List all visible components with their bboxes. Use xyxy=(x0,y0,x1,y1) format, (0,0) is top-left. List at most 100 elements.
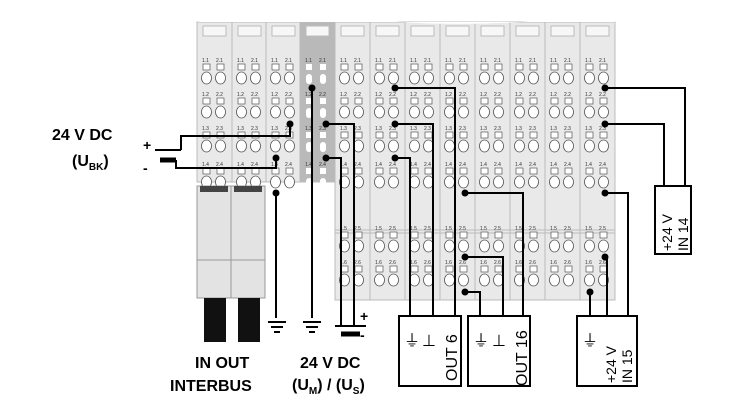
terminal-label: 2.4 xyxy=(599,162,606,168)
terminal-label: 1.1 xyxy=(375,58,382,64)
terminal-label: 1.1 xyxy=(410,58,417,64)
supply-m-s: 24 V DC (UM) / (US) + - xyxy=(292,308,368,397)
terminal-label: 1.1 xyxy=(480,58,487,64)
connection-dot xyxy=(586,288,594,296)
out16-label: OUT 16 xyxy=(514,330,531,386)
terminal-label: 1.1 xyxy=(445,58,452,64)
terminal-label: 2.2 xyxy=(459,92,466,98)
connection-dot xyxy=(461,253,469,261)
terminal-label: 2.3 xyxy=(564,126,571,132)
terminal-label: 1.5 xyxy=(445,226,452,232)
supply-m-sub: M xyxy=(309,386,317,397)
terminal-connections xyxy=(272,84,609,296)
device-out16: ⏚ ⊥ OUT 16 xyxy=(467,315,531,387)
wire xyxy=(395,157,411,316)
connection-dot xyxy=(286,120,294,128)
terminal-label: 2.5 xyxy=(599,226,606,232)
terminal-label: 2.2 xyxy=(216,92,223,98)
supply-ms-plus: + xyxy=(360,308,368,324)
terminal-label: 1.4 xyxy=(271,162,278,168)
terminal-label: 1.4 xyxy=(515,162,522,168)
terminal-label: 2.6 xyxy=(354,260,361,266)
supply-bk-plus: + xyxy=(143,137,151,153)
terminal-label: 2.3 xyxy=(216,126,223,132)
terminal-label: 2.4 xyxy=(424,162,431,168)
terminal-label: 1.2 xyxy=(237,92,244,98)
terminal-label: 1.3 xyxy=(271,126,278,132)
terminal-label: 2.3 xyxy=(251,126,258,132)
terminal-label: 2.3 xyxy=(459,126,466,132)
terminal-label: 2.4 xyxy=(564,162,571,168)
out16-gnd-icon: ⏚ xyxy=(473,332,489,350)
in15-line2: IN 15 xyxy=(619,349,635,383)
terminal-label: 1.4 xyxy=(237,162,244,168)
supply-s-sub: S xyxy=(353,386,360,397)
in14-line2: IN 14 xyxy=(675,217,691,251)
terminal-label: 1.6 xyxy=(340,260,347,266)
connection-dot xyxy=(461,288,469,296)
terminal-label: 2.3 xyxy=(285,126,292,132)
supply-ms-voltage: 24 V DC xyxy=(300,355,361,372)
terminal-label: 1.6 xyxy=(410,260,417,266)
connection-dot xyxy=(601,189,609,197)
terminal-label: 1.5 xyxy=(410,226,417,232)
out6-perp-icon: ⊥ xyxy=(422,333,436,350)
connection-dot xyxy=(322,154,330,162)
connection-dot xyxy=(308,84,316,92)
terminal-label: 1.4 xyxy=(550,162,557,168)
wire xyxy=(326,157,342,326)
terminal-label: 1.2 xyxy=(271,92,278,98)
terminal-label: 1.3 xyxy=(375,126,382,132)
terminal-label: 2.1 xyxy=(599,58,606,64)
terminal-label: 1.2 xyxy=(375,92,382,98)
supply-bk-close: ) xyxy=(103,153,108,170)
terminal-label: 1.1 xyxy=(585,58,592,64)
terminal-label: 1.1 xyxy=(515,58,522,64)
out6-label: OUT 6 xyxy=(444,334,461,381)
wire xyxy=(395,123,434,316)
terminal-label: 2.5 xyxy=(564,226,571,232)
terminal-label: 2.6 xyxy=(424,260,431,266)
terminal-label: 2.6 xyxy=(494,260,501,266)
supply-sep: / xyxy=(323,377,336,394)
wire xyxy=(175,158,277,169)
terminal-label: 1.3 xyxy=(550,126,557,132)
terminal-label: 2.1 xyxy=(251,58,258,64)
terminal-label: 1.5 xyxy=(515,226,522,232)
wire xyxy=(605,123,665,186)
terminal-label: 2.3 xyxy=(319,126,326,132)
terminal-label: 2.4 xyxy=(529,162,536,168)
connection-dot xyxy=(391,84,399,92)
terminal-label: 1.6 xyxy=(375,260,382,266)
terminal-label: 1.2 xyxy=(585,92,592,98)
terminal-label: 2.5 xyxy=(459,226,466,232)
terminal-label: 2.1 xyxy=(529,58,536,64)
terminal-label: 2.4 xyxy=(494,162,501,168)
terminal-label: 2.3 xyxy=(494,126,501,132)
terminal-label: 1.6 xyxy=(550,260,557,266)
terminal-label: 1.4 xyxy=(202,162,209,168)
terminal-label: 1.6 xyxy=(445,260,452,266)
wire xyxy=(605,192,629,316)
wire xyxy=(395,87,456,316)
wire xyxy=(326,123,355,326)
connection-dot xyxy=(601,84,609,92)
terminal-label: 1.2 xyxy=(445,92,452,98)
svg-text:(UM) / (US): (UM) / (US) xyxy=(292,377,365,397)
connection-dot xyxy=(461,189,469,197)
connection-dot xyxy=(601,120,609,128)
terminal-label: 2.4 xyxy=(389,162,396,168)
connection-dot xyxy=(391,120,399,128)
terminal-label: 2.5 xyxy=(389,226,396,232)
terminal-label: 2.1 xyxy=(459,58,466,64)
connection-dot xyxy=(391,154,399,162)
terminal-label: 1.3 xyxy=(237,126,244,132)
interbus-connectors xyxy=(196,185,266,342)
wire xyxy=(180,124,291,150)
terminal-label: 2.5 xyxy=(529,226,536,232)
terminal-label: 1.6 xyxy=(585,260,592,266)
terminal-label: 1.1 xyxy=(305,58,312,64)
terminal-label: 2.2 xyxy=(424,92,431,98)
terminal-label: 2.1 xyxy=(494,58,501,64)
